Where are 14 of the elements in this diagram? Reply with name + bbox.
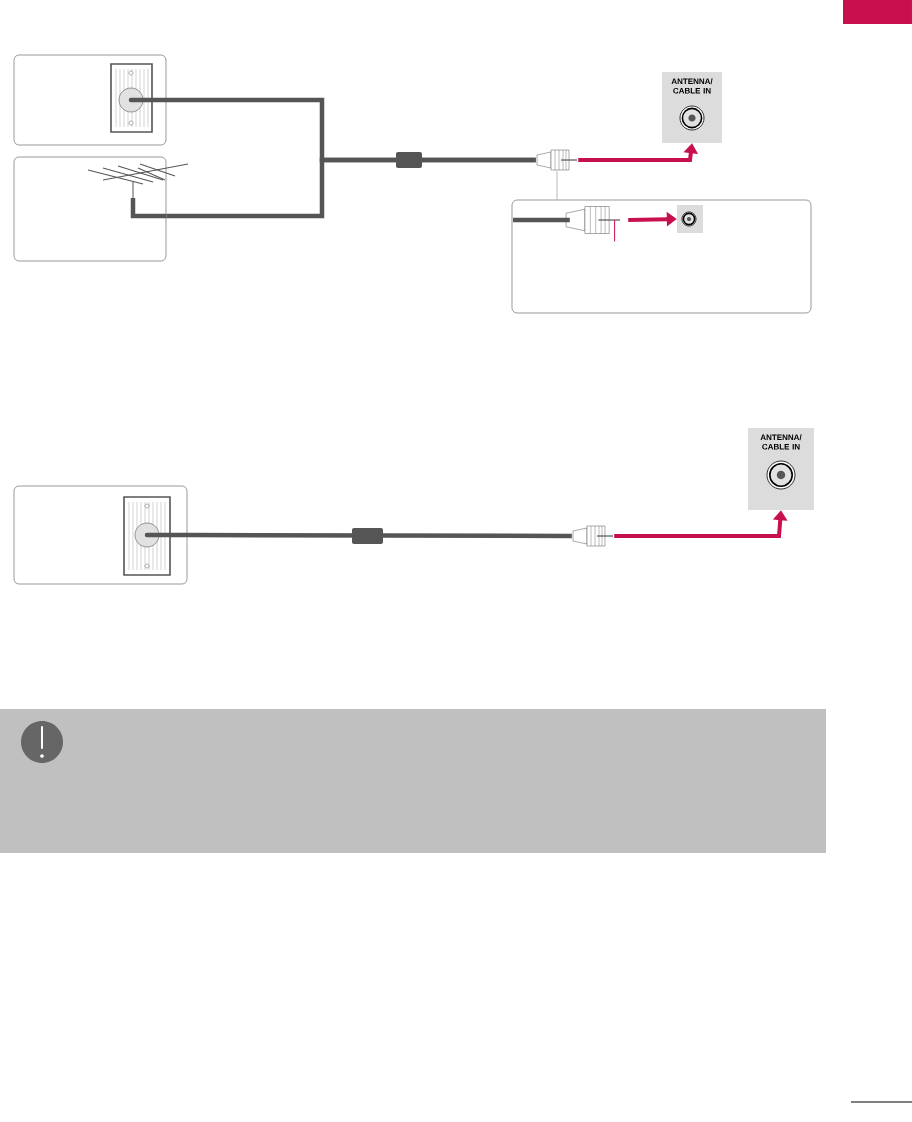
callout-box — [511, 199, 812, 314]
coax-plug — [536, 149, 578, 171]
antenna-box — [13, 156, 189, 262]
wall-outlet-box — [13, 485, 190, 585]
leader-line — [556, 170, 558, 201]
jack-panel: ANTENNA/ CABLE IN — [662, 72, 722, 143]
cable — [187, 532, 572, 539]
cable — [166, 157, 536, 219]
cable — [513, 217, 570, 223]
jack-panel: ANTENNA/ CABLE IN — [748, 428, 814, 510]
coax-plug — [572, 525, 614, 547]
wall-outlet-box — [13, 54, 169, 146]
jack-icon — [677, 205, 703, 233]
coax-plug — [565, 206, 621, 243]
